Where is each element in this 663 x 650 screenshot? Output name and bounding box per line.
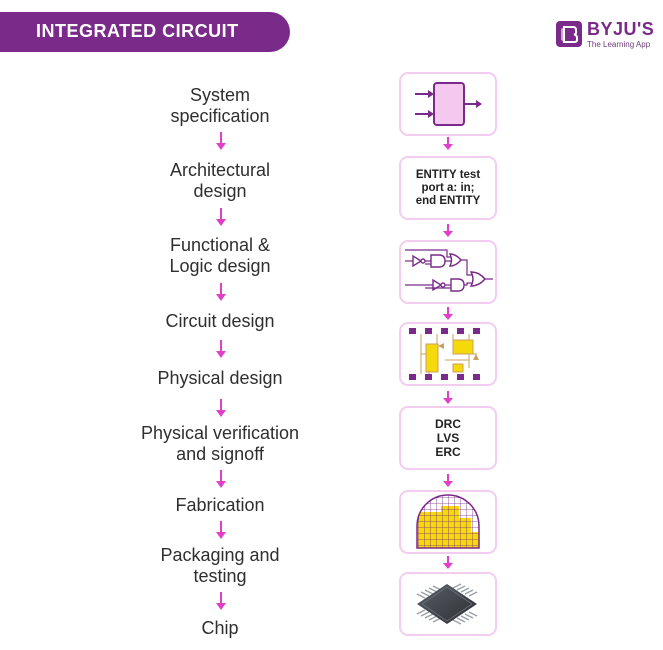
brand-tagline: The Learning App	[587, 40, 651, 49]
step-fabrication: Fabrication	[175, 495, 265, 515]
flow-arrow-icon	[443, 556, 453, 569]
flow-arrow-icon	[216, 132, 226, 150]
step-system-specification: System specification	[170, 85, 270, 126]
wafer-illustration	[399, 490, 497, 554]
circuit-layout-illustration	[399, 322, 497, 386]
wafer-icon	[416, 494, 480, 549]
check-label: ERC	[435, 445, 461, 459]
step-physical-verification: Physical verification and signoff	[140, 423, 300, 464]
rtl-code-illustration: ENTITY test port a: in; end ENTITY	[399, 156, 497, 220]
flow-arrow-icon	[216, 399, 226, 417]
logic-gate-icon	[405, 249, 493, 292]
step-packaging-testing: Packaging and testing	[160, 545, 280, 586]
flow-arrow-icon	[216, 592, 226, 610]
circuit-layout-icon	[409, 328, 480, 380]
page-title: INTEGRATED CIRCUIT	[36, 21, 239, 41]
logic-gates-illustration	[399, 240, 497, 304]
brand-name: BYJU'S	[587, 19, 655, 39]
flow-arrow-icon	[443, 307, 453, 320]
flow-arrow-icon	[443, 391, 453, 404]
code-line: ENTITY test	[415, 168, 481, 181]
code-line: end ENTITY	[415, 194, 481, 207]
flow-arrow-icon	[443, 224, 453, 237]
step-circuit-design: Circuit design	[165, 311, 275, 331]
flow-arrow-icon	[216, 208, 226, 226]
verification-checks-illustration: DRC LVS ERC	[399, 406, 497, 470]
check-label: DRC	[435, 417, 461, 431]
brand-logo: BYJU'S The Learning App	[556, 19, 660, 51]
code-line: port a: in;	[421, 181, 475, 194]
flow-arrow-icon	[443, 474, 453, 487]
check-label: LVS	[436, 431, 460, 445]
flow-arrow-icon	[216, 521, 226, 539]
step-architectural-design: Architectural design	[169, 160, 271, 201]
chip-icon	[416, 583, 478, 625]
packaged-chip-illustration	[399, 572, 497, 636]
block-diagram-icon	[415, 82, 482, 126]
flow-arrow-icon	[216, 470, 226, 488]
system-block-illustration	[399, 72, 497, 136]
step-physical-design: Physical design	[157, 368, 283, 388]
step-functional-logic-design: Functional & Logic design	[169, 235, 271, 276]
flow-arrow-icon	[443, 137, 453, 150]
flow-arrow-icon	[216, 340, 226, 358]
brand-badge-icon	[556, 21, 582, 47]
step-chip: Chip	[201, 618, 239, 638]
title-banner: INTEGRATED CIRCUIT	[0, 12, 290, 52]
flow-arrow-icon	[216, 283, 226, 301]
